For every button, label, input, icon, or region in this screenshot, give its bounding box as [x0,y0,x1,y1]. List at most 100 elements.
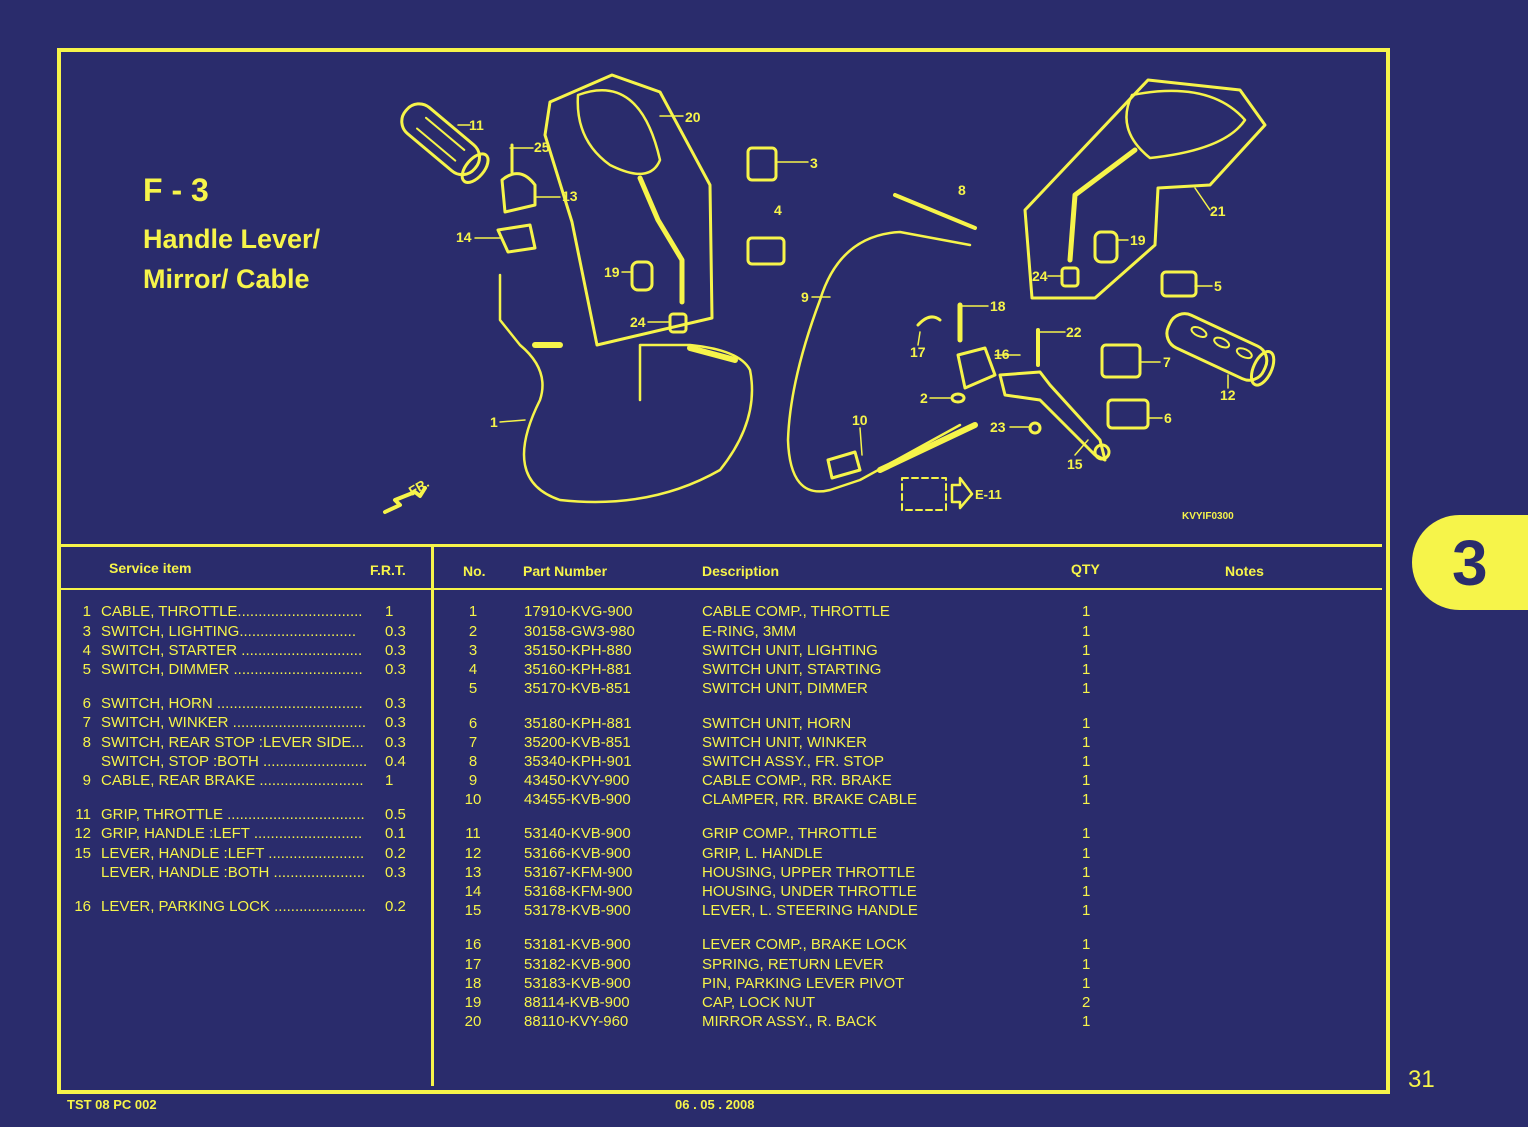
diagram-code: KVYIF0300 [1182,511,1234,522]
service-row-frt: 0.3 [385,714,406,731]
parts-row-qty: 1 [1082,753,1091,770]
callout-16: 16 [994,346,1010,362]
service-row-no: 9 [82,772,91,789]
service-row-item: SWITCH, HORN ...........................… [101,695,363,712]
mirror-left-part [1023,78,1267,300]
parts-row-qty: 1 [1082,734,1091,751]
parts-row-description: SWITCH UNIT, HORN [702,715,852,732]
callout-17: 17 [910,344,926,360]
parts-row-no: 7 [468,734,478,751]
switch-lighting-part [746,146,778,182]
service-row-no: 1 [82,603,91,620]
callout-10: 10 [852,412,868,428]
service-row-item: SWITCH, LIGHTING........................… [101,623,357,640]
parts-row-no: 12 [464,845,482,862]
service-row-item: SWITCH, STARTER ........................… [101,642,363,659]
callout-1: 1 [490,414,498,430]
service-row-item: GRIP, HANDLE :LEFT .....................… [101,825,363,842]
callout-7: 7 [1163,354,1171,370]
service-row-frt: 0.3 [385,661,406,678]
callout-24a: 24 [630,314,646,330]
section-code: F - 3 [143,172,209,208]
parts-row-part-number: 17910-KVG-900 [524,603,633,620]
parts-row-description: CABLE COMP., THROTTLE [702,603,890,620]
parts-header-rule [434,588,1382,590]
service-row-item: LEVER, PARKING LOCK ....................… [101,898,366,915]
switch-horn-part [1106,398,1150,430]
parts-row-no: 9 [468,772,478,789]
service-row-frt: 0.2 [385,845,406,862]
service-row-item: GRIP, THROTTLE .........................… [101,806,365,823]
parts-row-no: 2 [468,623,478,640]
parts-row-no: 5 [468,680,478,697]
parts-row-part-number: 53168-KFM-900 [524,883,633,900]
callout-24b: 24 [1032,268,1048,284]
parts-row-part-number: 88114-KVB-900 [524,994,630,1011]
parts-row-no: 20 [464,1013,482,1030]
callout-14: 14 [456,229,472,245]
callout-6: 6 [1164,410,1172,426]
parts-row-description: SWITCH ASSY., FR. STOP [702,753,884,770]
parts-row-part-number: 53167-KFM-900 [524,864,633,881]
parts-row-qty: 1 [1082,845,1091,862]
page-frame [57,48,1390,1094]
parts-row-part-number: 53140-KVB-900 [524,825,631,842]
parts-row-description: GRIP, L. HANDLE [702,845,823,862]
grip-throttle-part [400,102,490,184]
service-row-no: 6 [82,695,91,712]
parts-row-no: 16 [464,936,482,953]
parts-row-no: 8 [468,753,478,770]
parts-row-part-number: 43455-KVB-900 [524,791,631,808]
description-header: Description [702,563,780,579]
parts-row-description: E-RING, 3MM [702,623,797,640]
switch-winker-part [1100,343,1142,379]
callout-5: 5 [1214,278,1222,294]
parts-row-description: CLAMPER, RR. BRAKE CABLE [702,791,918,808]
service-row-frt: 0.4 [385,753,406,770]
service-row-no: 11 [75,806,91,823]
parts-row-description: CABLE COMP., RR. BRAKE [702,772,892,789]
parts-row-description: SWITCH UNIT, WINKER [702,734,867,751]
service-row-item: LEVER, HANDLE :LEFT ....................… [101,845,365,862]
parts-row-description: CAP, LOCK NUT [702,994,816,1011]
parts-row-no: 4 [468,661,478,678]
service-row-item: SWITCH, DIMMER .........................… [101,661,363,678]
parts-row-no: 18 [464,975,482,992]
service-row-no: 4 [82,642,91,659]
parts-row-qty: 1 [1082,603,1091,620]
parts-row-no: 6 [468,715,478,732]
service-row-item: CABLE, REAR BRAKE ......................… [101,772,364,789]
document-code: TST 08 PC 002 [67,1097,157,1112]
parts-row-qty: 1 [1082,956,1091,973]
parts-row-part-number: 35150-KPH-880 [524,642,632,659]
service-row-frt: 1 [385,603,394,620]
parts-row-description: HOUSING, UPPER THROTTLE [702,864,916,881]
parts-row-description: SWITCH UNIT, LIGHTING [702,642,878,659]
parts-row-part-number: 30158-GW3-980 [524,623,635,640]
parts-row-qty: 1 [1082,902,1091,919]
parts-row-qty: 1 [1082,864,1091,881]
parts-row-qty: 1 [1082,642,1091,659]
lock-nut-cap-part [630,260,654,292]
section-title-line1: Handle Lever/ [143,224,321,254]
service-row-item: SWITCH, REAR STOP :LEVER SIDE... [101,734,364,751]
parts-row-qty: 1 [1082,975,1091,992]
diagram-table-divider [61,544,1382,547]
service-row-no: 3 [82,623,91,640]
callout-22: 22 [1066,324,1082,340]
parts-row-part-number: 35180-KPH-881 [524,715,632,732]
parts-row-part-number: 53166-KVB-900 [524,845,631,862]
table-column-divider [431,547,434,1086]
parts-row-qty: 1 [1082,1013,1091,1030]
frt-header: F.R.T. [370,562,406,578]
parts-row-description: HOUSING, UNDER THROTTLE [702,883,917,900]
parts-row-qty: 1 [1082,883,1091,900]
service-row-no: 12 [74,825,91,842]
throttle-housing-upper-part [500,172,537,214]
brake-lock-lever-part [956,346,997,390]
service-row-frt: 0.3 [385,734,406,751]
service-row-frt: 0.3 [385,695,406,712]
parts-row-no: 17 [464,956,482,973]
callout-18: 18 [990,298,1006,314]
callout-13: 13 [562,188,578,204]
